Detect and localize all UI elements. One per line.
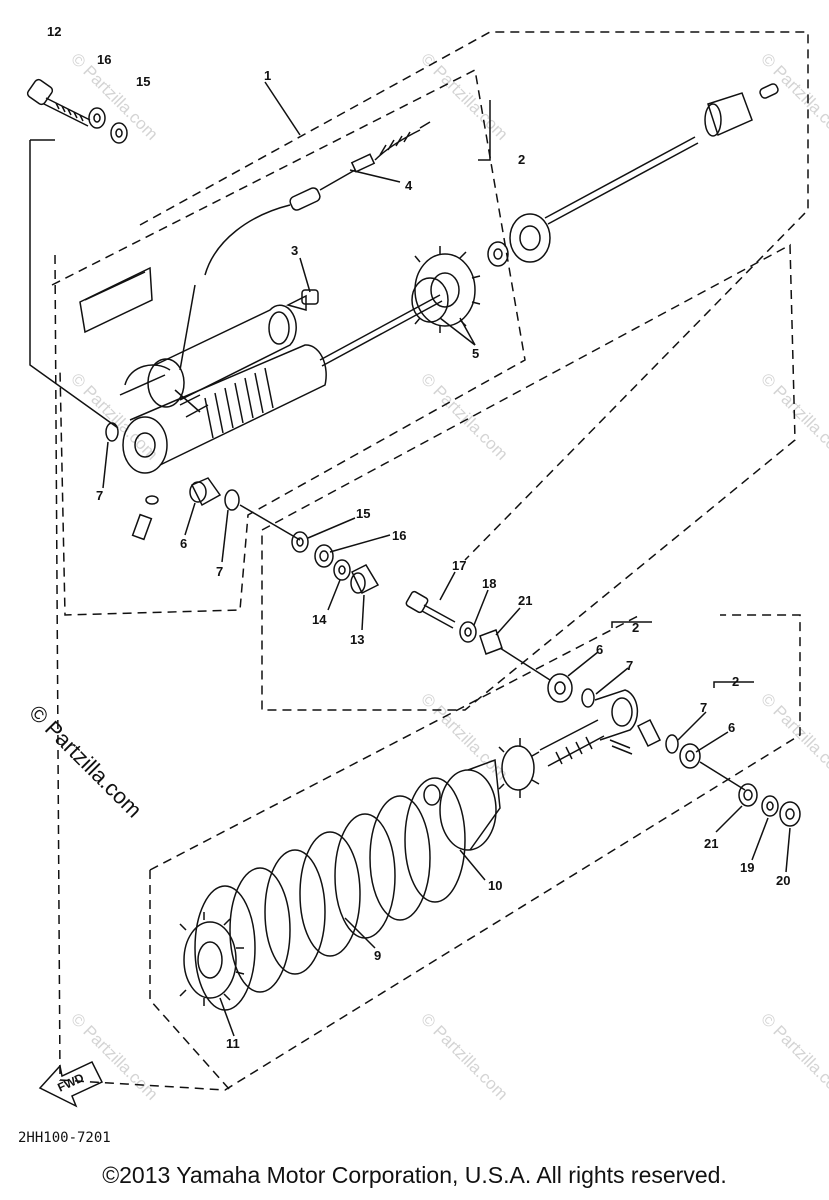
callout-5: 5 (472, 346, 479, 361)
watermark: © Partzilla.com (757, 689, 829, 783)
bleed-screw-3 (285, 289, 319, 311)
callout-9: 9 (374, 948, 381, 963)
callout-20: 20 (776, 873, 790, 888)
watermark: © Partzilla.com (417, 1009, 511, 1103)
leader-lines (102, 81, 791, 1037)
callout-1: 1 (264, 68, 271, 83)
washer-14 (333, 559, 351, 581)
callout-15b: 15 (356, 506, 370, 521)
callout-2c: 2 (732, 674, 739, 689)
group-boundary-lower (149, 614, 641, 871)
diagram-code: 2HH100-7201 (18, 1130, 111, 1146)
shock-absorber-body (119, 344, 327, 474)
watermark: © Partzilla.com (67, 1009, 161, 1103)
callout-11: 11 (226, 1036, 240, 1051)
callout-18: 18 (482, 576, 496, 591)
washer-15-mid (291, 531, 309, 553)
collar-6-upper (190, 477, 222, 507)
callout-15a: 15 (136, 74, 150, 89)
callout-4: 4 (405, 178, 413, 193)
collar-13 (351, 564, 380, 595)
watermark: © Partzilla.com (67, 49, 161, 143)
bolt-12 (26, 78, 91, 127)
washer-19 (761, 795, 779, 817)
callout-2a: 2 (518, 152, 525, 167)
callout-6b: 6 (596, 642, 603, 657)
washer-16-mid (314, 544, 334, 568)
circlip-7-a (105, 422, 119, 442)
watermark-layer: © Partzilla.com © Partzilla.com © Partzi… (67, 49, 829, 1103)
adjuster-cable-4 (204, 121, 431, 276)
nipple-upper (131, 495, 159, 541)
collar-6-lower-b (636, 718, 662, 748)
washer-18 (459, 621, 477, 643)
callout-21b: 21 (704, 836, 718, 851)
rod-assembly-2 (487, 83, 779, 267)
spring-9 (194, 777, 466, 1011)
spring-seat-10 (423, 758, 501, 851)
collar-6-lower-a (547, 673, 573, 703)
group-boundary-assembly (51, 68, 526, 616)
nut-21-mid (479, 629, 503, 655)
watermark: © Partzilla.com (417, 369, 511, 463)
callout-17: 17 (452, 558, 466, 573)
callout-7c: 7 (626, 658, 633, 673)
callout-7a: 7 (96, 488, 103, 503)
copyright-notice: ©2013 Yamaha Motor Corporation, U.S.A. A… (102, 1162, 727, 1188)
piston-rod (319, 294, 441, 361)
fwd-arrow-icon (38, 1061, 104, 1108)
rod-end-thread (498, 719, 605, 798)
washer-15-top (110, 122, 128, 144)
lower-clevis (594, 689, 639, 755)
washer-16-top (88, 107, 106, 129)
adjuster-nut-11 (179, 912, 245, 1006)
callout-19: 19 (740, 860, 754, 875)
callout-3: 3 (291, 243, 298, 258)
circlip-7-d (665, 734, 679, 754)
callout-14: 14 (312, 612, 327, 627)
callout-13: 13 (350, 632, 364, 647)
callout-12: 12 (47, 24, 61, 39)
nut-21-lower (738, 783, 758, 807)
callout-21a: 21 (518, 593, 532, 608)
callout-2b: 2 (632, 620, 639, 635)
reservoir (147, 284, 297, 413)
callouts: 12 16 15 1 2 4 3 5 7 6 7 15 16 14 13 17 … (47, 24, 790, 1051)
group-boundary-outer (54, 31, 809, 1091)
callout-16a: 16 (97, 52, 111, 67)
circlip-7-c (581, 688, 595, 708)
bolt-17 (405, 590, 456, 629)
callout-6a: 6 (180, 536, 187, 551)
callout-10: 10 (488, 878, 502, 893)
collar-6-lower-c (679, 743, 701, 769)
shock-absorber-diagram: © Partzilla.com © Partzilla.com © Partzi… (18, 24, 829, 1146)
callout-16b: 16 (392, 528, 406, 543)
circlip-7-b (224, 489, 240, 511)
label-sticker (79, 266, 153, 334)
callout-7d: 7 (700, 700, 707, 715)
callout-7b: 7 (216, 564, 223, 579)
callout-6c: 6 (728, 720, 735, 735)
nut-20 (779, 801, 801, 827)
watermark: © Partzilla.com (757, 1009, 829, 1103)
adjuster-nut-5 (411, 246, 481, 333)
group-boundary-bolts (261, 243, 796, 711)
